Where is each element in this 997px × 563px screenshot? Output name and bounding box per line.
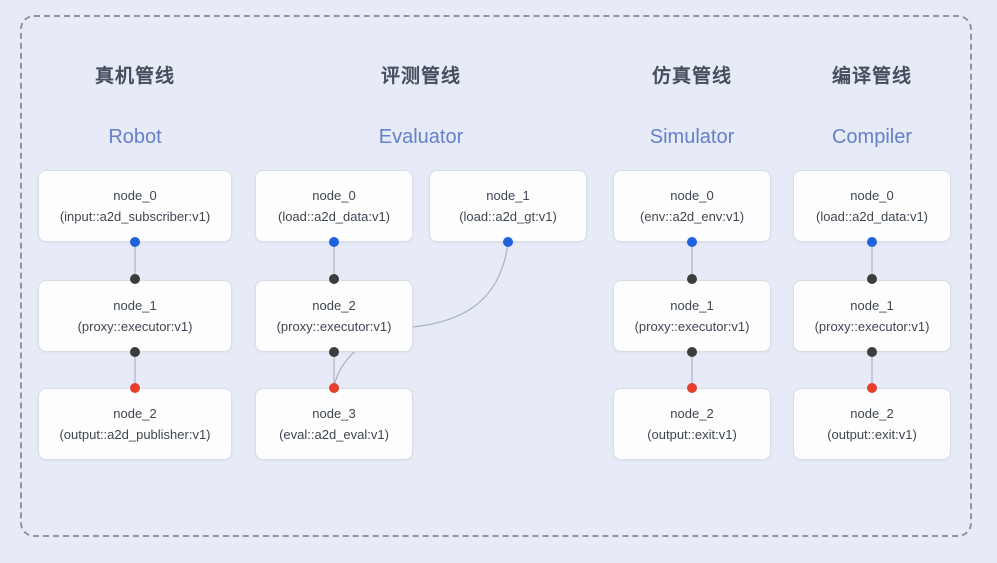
pipeline-en-title-robot: Robot (108, 126, 162, 148)
node-box-simulator-node0: node_0 (env::a2d_env:v1) (613, 170, 771, 242)
node-type: (proxy::executor:v1) (814, 319, 930, 334)
node-box-compiler-node1: node_1 (proxy::executor:v1) (793, 280, 951, 352)
dashed-frame (20, 15, 972, 537)
node-box-evaluator-node1: node_1 (load::a2d_gt:v1) (429, 170, 587, 242)
node-box-simulator-node2: node_2 (output::exit:v1) (613, 388, 771, 460)
node-type: (eval::a2d_eval:v1) (279, 427, 389, 442)
node-type: (output::exit:v1) (647, 427, 737, 442)
node-type: (load::a2d_data:v1) (815, 209, 929, 224)
pipeline-en-title-simulator: Simulator (649, 126, 735, 148)
node-name: node_0 (312, 188, 356, 203)
node-box-evaluator-node2: node_2 (proxy::executor:v1) (255, 280, 413, 352)
node-box-evaluator-node3: node_3 (eval::a2d_eval:v1) (255, 388, 413, 460)
pipeline-en-title-compiler: Compiler (831, 126, 913, 148)
node-type: (proxy::executor:v1) (77, 319, 193, 334)
node-name: node_1 (486, 188, 530, 203)
node-name: node_2 (670, 406, 714, 421)
node-name: node_2 (113, 406, 157, 421)
node-name: node_1 (670, 298, 714, 313)
node-box-compiler-node2: node_2 (output::exit:v1) (793, 388, 951, 460)
node-name: node_2 (312, 298, 356, 313)
node-name: node_1 (850, 298, 894, 313)
node-name: node_0 (850, 188, 894, 203)
node-type: (load::a2d_data:v1) (277, 209, 391, 224)
node-type: (input::a2d_subscriber:v1) (59, 209, 211, 224)
pipeline-zh-title-compiler: 编译管线 (831, 66, 912, 87)
node-type: (output::a2d_publisher:v1) (59, 427, 211, 442)
node-box-robot-node1: node_1 (proxy::executor:v1) (38, 280, 232, 352)
node-name: node_2 (850, 406, 894, 421)
node-type: (env::a2d_env:v1) (639, 209, 745, 224)
node-box-robot-node2: node_2 (output::a2d_publisher:v1) (38, 388, 232, 460)
pipeline-zh-title-simulator: 仿真管线 (651, 66, 732, 87)
node-type: (load::a2d_gt:v1) (459, 209, 557, 224)
node-box-robot-node0: node_0 (input::a2d_subscriber:v1) (38, 170, 232, 242)
node-box-evaluator-node0: node_0 (load::a2d_data:v1) (255, 170, 413, 242)
pipeline-en-title-evaluator: Evaluator (378, 126, 464, 148)
node-type: (proxy::executor:v1) (276, 319, 392, 334)
node-name: node_0 (113, 188, 157, 203)
node-type: (proxy::executor:v1) (634, 319, 750, 334)
node-name: node_0 (670, 188, 714, 203)
node-type: (output::exit:v1) (827, 427, 917, 442)
node-box-simulator-node1: node_1 (proxy::executor:v1) (613, 280, 771, 352)
node-name: node_3 (312, 406, 356, 421)
node-box-compiler-node0: node_0 (load::a2d_data:v1) (793, 170, 951, 242)
node-name: node_1 (113, 298, 157, 313)
pipeline-zh-title-robot: 真机管线 (94, 66, 175, 87)
pipeline-zh-title-evaluator: 评测管线 (380, 66, 461, 87)
